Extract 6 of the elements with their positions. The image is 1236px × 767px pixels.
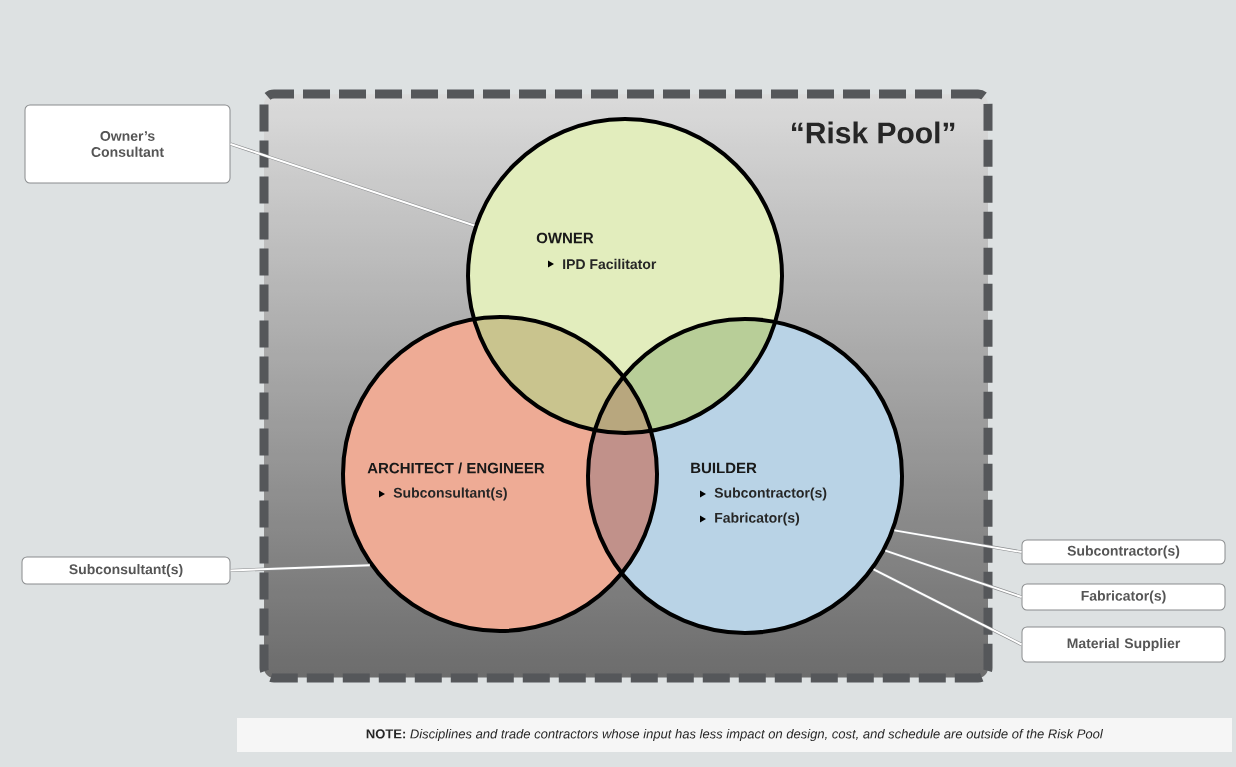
callout-box: Subconsultant(s)	[21, 556, 231, 585]
callout-box: Owner’s Consultant	[24, 104, 231, 184]
note-band: NOTE: Disciplines and trade contractors whose input has less impact on design, cost, and schedule are outside of the Risk Pool	[237, 718, 1232, 752]
callout-box: Material Supplier	[1021, 626, 1226, 663]
callout-box: Subcontractor(s)	[1021, 539, 1226, 565]
callout-box: Fabricator(s)	[1021, 583, 1226, 611]
